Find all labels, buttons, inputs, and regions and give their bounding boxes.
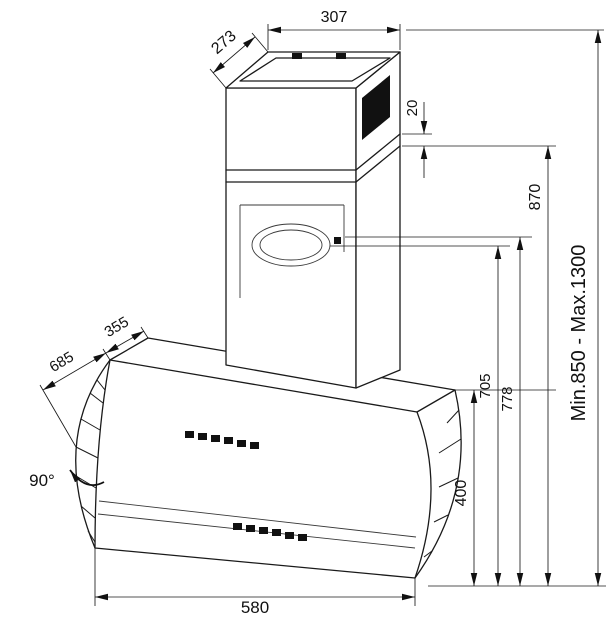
glass-seam-lower [97,513,416,549]
dim-label-778: 778 [499,386,516,411]
dim-label-870: 870 [527,184,544,211]
swing-arrow [69,469,105,486]
dim-label-355: 355 [102,313,132,340]
control-buttons-row-lower [233,523,307,541]
glass-seam-upper [98,500,417,538]
hatch-tick [433,514,449,523]
control-button [237,440,246,447]
mounting-tab [292,53,302,59]
chimney-flue [225,51,401,389]
dim-label-20: 20 [404,100,421,117]
hood-right-end-cap-inner-curve [414,411,432,579]
hood-outline [75,337,462,579]
hood-left-end-cap-inner-curve [94,359,111,549]
hatch-tick [438,477,459,488]
mounting-tab [336,53,346,59]
flue-seam-upper-side [355,133,401,171]
dimension-annotations: 307 273 20 870 778 705 400 Min.850 - Max… [29,9,606,617]
extension-line [209,32,269,89]
cable-terminal [334,237,341,244]
hatch-tick [89,392,104,404]
hood-body [75,337,462,579]
duct-outlet-inner-ring [259,229,323,261]
control-button [250,442,259,449]
flue-seam-lower-side [355,145,401,183]
control-button [198,433,207,440]
hatch-tick [80,418,101,431]
dim-label-273: 273 [208,27,239,57]
control-button [272,529,281,536]
control-button [185,431,194,438]
control-button [246,525,255,532]
extension-line [267,24,401,50]
air-vent-slot [362,75,390,140]
dim-label-685: 685 [47,348,77,375]
hatch-tick [75,446,99,459]
duct-outlet-outer-ring [251,223,331,267]
hatch-tick [438,438,462,454]
dim-label-400: 400 [453,480,470,507]
extension-line [39,326,149,448]
hatching-right-end-cap [423,409,462,558]
control-buttons-row-upper [185,431,259,449]
chimney-top-opening [239,57,391,82]
hatch-tick [80,505,96,519]
dim-line-273 [212,36,256,74]
control-button [224,437,233,444]
control-button [298,534,307,541]
control-button [285,532,294,539]
control-button [233,523,242,530]
dim-label-307: 307 [321,9,348,26]
hood-top-face-right-edge [416,389,456,413]
control-button [211,435,220,442]
hatch-tick [423,550,433,558]
dim-line-685 [42,352,107,391]
control-button [259,527,268,534]
dim-label-580: 580 [241,598,269,617]
dim-line-355 [105,330,145,354]
duct-outlet-unit [239,204,345,298]
dim-label-opening-angle: 90° [29,471,55,490]
hatch-tick [446,409,460,424]
dim-label-mounting-height: Min.850 - Max.1300 [568,245,590,422]
dim-label-705: 705 [477,373,494,398]
hatch-tick [87,530,96,543]
hood-top-face-front-edge [109,359,418,413]
